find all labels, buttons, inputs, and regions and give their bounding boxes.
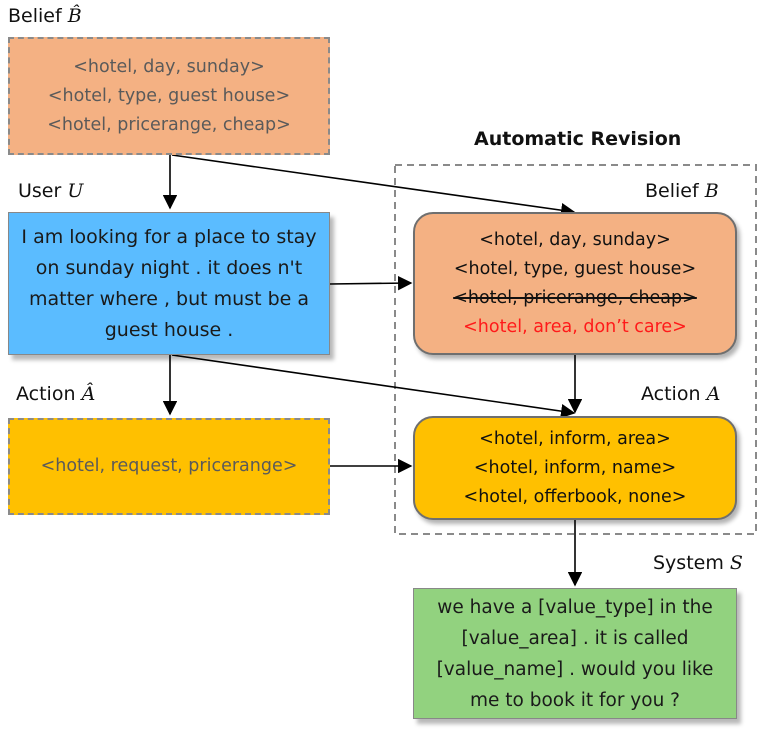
action-symbol: A xyxy=(706,383,721,405)
action-item: <hotel, inform, name> xyxy=(473,457,677,478)
user-line: I am looking for a place to stay xyxy=(21,225,317,248)
arrow-user-to-belief xyxy=(329,275,413,291)
belief-hat-label-text: Belief xyxy=(8,5,62,27)
action-hat-label: Action Â xyxy=(16,383,95,405)
belief-hat-item: <hotel, type, guest house> xyxy=(47,85,291,106)
user-line: guest house . xyxy=(104,318,234,341)
belief-item: <hotel, type, guest house> xyxy=(453,258,697,279)
belief-added-item: <hotel, area, don’t care> xyxy=(463,316,687,337)
belief-box: <hotel, day, sunday> <hotel, type, guest… xyxy=(413,212,737,355)
arrow-user-to-action xyxy=(171,354,576,419)
action-label-text: Action xyxy=(641,383,701,405)
system-label-text: System xyxy=(653,552,724,574)
belief-symbol: B xyxy=(704,180,719,202)
action-hat-label-text: Action xyxy=(16,383,76,405)
action-hat-symbol: Â xyxy=(81,383,96,405)
belief-hat-symbol: B̂ xyxy=(67,5,82,27)
system-line: me to book it for you ? xyxy=(470,689,680,711)
automatic-revision-title: Automatic Revision xyxy=(474,128,682,150)
automatic-revision-frame xyxy=(394,164,757,535)
action-item: <hotel, inform, area> xyxy=(479,428,671,449)
system-line: [value_area] . it is called xyxy=(461,627,689,649)
user-line: on sunday night . it does n't xyxy=(35,256,303,279)
system-response-box: we have a [value_type] in the [value_are… xyxy=(413,588,737,719)
belief-removed-item: <hotel, pricerange, cheap> xyxy=(453,287,697,308)
user-line: matter where , but must be a xyxy=(28,287,310,310)
system-label: System S xyxy=(653,552,743,574)
action-hat-box: <hotel, request, pricerange> xyxy=(8,418,330,515)
belief-label-text: Belief xyxy=(645,180,699,202)
arrow-belief-hat-to-belief xyxy=(171,154,576,218)
belief-hat-item: <hotel, pricerange, cheap> xyxy=(47,114,291,135)
system-symbol: S xyxy=(729,552,743,574)
system-line: we have a [value_type] in the xyxy=(437,596,713,618)
action-item: <hotel, offerbook, none> xyxy=(463,486,687,507)
belief-hat-label: Belief B̂ xyxy=(8,5,82,27)
action-label: Action A xyxy=(641,383,720,405)
user-label: User U xyxy=(18,180,83,202)
system-line: [value_name] . would you like xyxy=(436,658,714,680)
belief-hat-box: <hotel, day, sunday> <hotel, type, guest… xyxy=(8,37,330,155)
user-symbol: U xyxy=(67,180,84,202)
belief-hat-item: <hotel, day, sunday> xyxy=(73,56,265,77)
belief-label: Belief B xyxy=(645,180,719,202)
belief-item: <hotel, day, sunday> xyxy=(479,229,671,250)
user-label-text: User xyxy=(18,180,62,202)
user-utterance-box: I am looking for a place to stay on sund… xyxy=(8,212,330,355)
action-box: <hotel, inform, area> <hotel, inform, na… xyxy=(413,416,737,520)
action-hat-item: <hotel, request, pricerange> xyxy=(40,456,298,476)
